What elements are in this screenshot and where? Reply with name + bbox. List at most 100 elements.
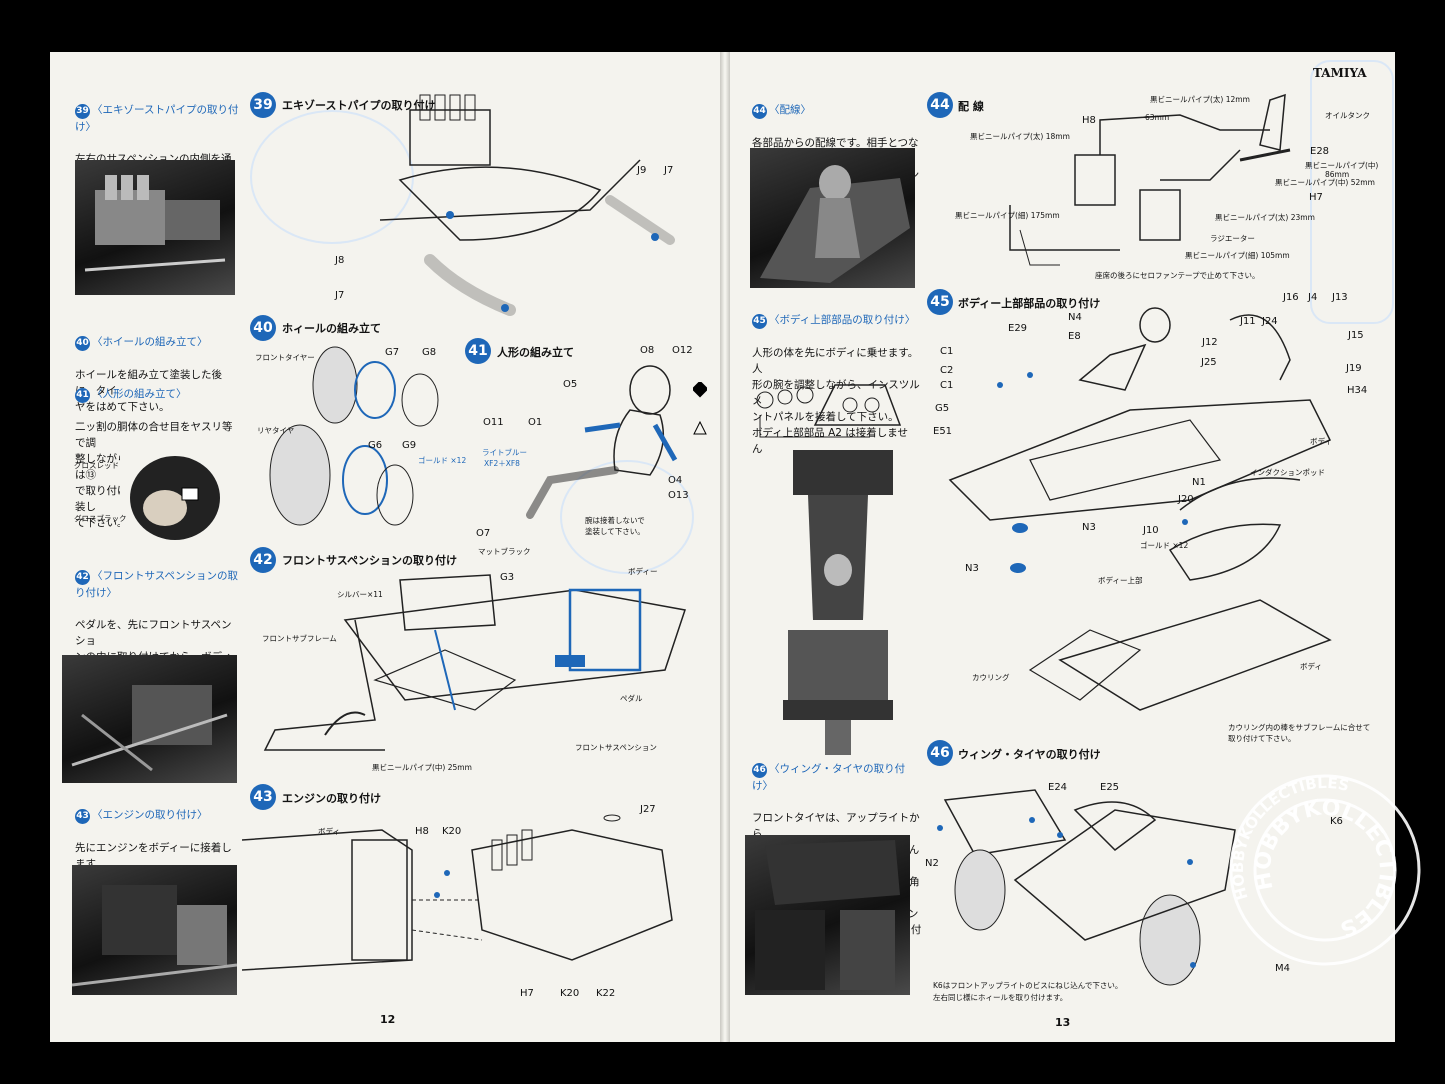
part-label: 黒ビニールパイプ(中) 25mm (372, 763, 472, 772)
part-label: H8 (415, 826, 429, 837)
step-40-diagram (269, 346, 439, 526)
pipe-label: 黒ビニールパイプ(細) 175mm (955, 211, 1060, 220)
paint-label: マットブラック (478, 547, 531, 556)
part-label: O8 (640, 345, 655, 356)
step-40-marker: 40 (75, 336, 90, 351)
part-label: J10 (1143, 525, 1159, 536)
part-label: G3 (500, 572, 515, 583)
part-label: フロントタイヤー (255, 353, 315, 362)
step-43-number: 43 (250, 784, 276, 810)
step-41-diagram (526, 365, 678, 519)
part-label: N2 (925, 858, 939, 869)
part-label: J19 (1346, 363, 1362, 374)
driver-cockpit-photo (750, 148, 915, 288)
paint-label: シルバー×11 (337, 590, 383, 599)
part-label: E28 (1310, 146, 1330, 157)
step-39-diagram (379, 94, 675, 316)
step-43-diagram (242, 814, 673, 971)
sidebar-39-title: 〈エキゾーストパイプの取り付け〉 (75, 104, 239, 133)
engine-installed-photo (72, 865, 237, 995)
part-label: J25 (1201, 357, 1217, 368)
step-46-marker: 46 (752, 763, 767, 778)
step-45-title: ボディー上部部品の取り付け (958, 297, 1101, 310)
helmet-label-gloss-red: グロスレッド (74, 461, 119, 470)
step-39-title: エキゾーストパイプの取り付け (282, 99, 436, 112)
length-label: 86mm (1325, 170, 1350, 179)
part-label: E24 (1048, 782, 1068, 793)
front-suspension-photo (62, 655, 237, 783)
length-label: 63mm (1145, 113, 1170, 122)
part-label: インダクションポッド (1250, 468, 1325, 477)
faint-background-illustration (560, 460, 694, 574)
step-40-number: 40 (250, 315, 276, 341)
part-label: J24 (1262, 316, 1278, 327)
sidebar-40-title: 〈ホイールの組み立て〉 (92, 336, 208, 348)
part-label: H34 (1347, 385, 1368, 396)
part-label: ペダル (620, 694, 643, 703)
part-label: ラジエーター (1210, 234, 1255, 243)
step-45-diagram (948, 307, 1332, 711)
part-label: N1 (1192, 477, 1206, 488)
step-44-number: 44 (927, 92, 953, 118)
pipe-label: 黒ビニールパイプ(太) 18mm (970, 132, 1070, 141)
part-label: ボディ (1300, 662, 1322, 671)
part-label: O4 (668, 475, 683, 486)
part-label: G8 (422, 347, 437, 358)
paint-label: ライトブルー (482, 448, 527, 457)
svg-text:HOBBYKOLLECTIBLES: HOBBYKOLLECTIBLES (1225, 770, 1378, 903)
page-spine (720, 52, 730, 1042)
right-page-number: 13 (1055, 1016, 1071, 1029)
part-label: J27 (640, 804, 656, 815)
part-label: E25 (1100, 782, 1120, 793)
step-41-title: 人形の組み立て (497, 346, 574, 359)
part-label: O1 (528, 417, 543, 428)
note-label: K6はフロントアップライトのビスにねじ込んで下さい。 左右同じ様にホィールを取り… (933, 981, 1123, 1002)
part-label: C1 (940, 346, 954, 357)
part-label: H7 (1309, 192, 1323, 203)
part-label: リヤタイヤ (257, 426, 295, 435)
part-label: O7 (476, 528, 491, 539)
step-39-number: 39 (250, 92, 276, 118)
rear-wing-photo (745, 835, 910, 995)
sidebar-46-title: 〈ウィング・タイヤの取り付け〉 (752, 763, 906, 792)
part-label: J4 (1308, 292, 1318, 303)
helmet-photo (120, 443, 235, 543)
paint-label: ゴールド ×12 (418, 456, 467, 465)
step-46-number: 46 (927, 740, 953, 766)
part-label: G7 (385, 347, 400, 358)
car-top-view-photo (763, 440, 913, 755)
part-label: G9 (402, 440, 417, 451)
paint-label: XF2＋XF8 (484, 459, 520, 468)
page-fold-markers (693, 382, 707, 435)
part-label: J15 (1348, 330, 1364, 341)
part-label: C2 (940, 365, 954, 376)
step-43-title: エンジンの取り付け (282, 792, 381, 805)
part-label: J20 (1178, 494, 1194, 505)
instrument-panel-diagram (756, 384, 902, 438)
part-label: オイルタンク (1325, 111, 1370, 120)
part-label: J7 (664, 165, 674, 176)
step-46-title: ウィング・タイヤの取り付け (958, 748, 1101, 761)
part-label: E29 (1008, 323, 1028, 334)
step-41-marker: 41 (75, 388, 90, 403)
part-label: O12 (672, 345, 693, 356)
engine-photo (75, 160, 235, 295)
hobbykollectibles-watermark-stamp: HOBBYKOLLECTIBLES HOBBYKOLLECTIBLES (1225, 770, 1421, 966)
part-label: ボディ (1310, 437, 1332, 446)
part-label: O5 (563, 379, 578, 390)
step-42-number: 42 (250, 547, 276, 573)
sidebar-42-title: 〈フロントサスペンションの取り付け〉 (75, 570, 239, 599)
part-label: C1 (940, 380, 954, 391)
part-label: ボディ (318, 827, 340, 836)
step-44-marker: 44 (752, 104, 767, 119)
part-label: E8 (1068, 331, 1081, 342)
step-39-marker: 39 (75, 104, 90, 119)
part-label: G5 (935, 403, 950, 414)
faint-background-illustration (1310, 60, 1394, 324)
step-44-title: 配 線 (958, 100, 984, 113)
step-46-diagram (937, 789, 1236, 986)
helmet-label-gloss-black: グロスブラック (74, 514, 127, 523)
part-label: H7 (520, 988, 534, 999)
part-label: N3 (1082, 522, 1096, 533)
part-label: E51 (933, 426, 953, 437)
